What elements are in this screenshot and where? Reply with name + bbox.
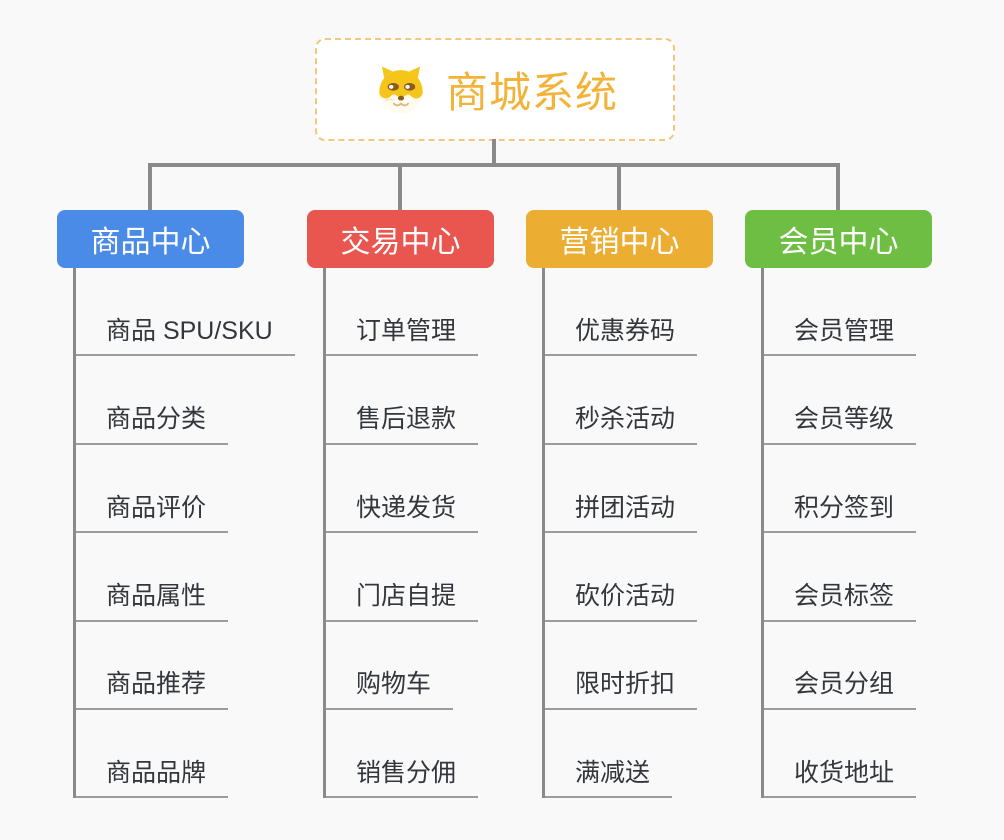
leaf-node[interactable]: 砍价活动 — [545, 582, 698, 622]
branch-member: 会员中心 会员管理 会员等级 积分签到 会员标签 会员分组 收货地址 — [745, 210, 935, 799]
connector-bus — [148, 163, 840, 167]
doge-icon — [372, 61, 430, 119]
branch-header-product[interactable]: 商品中心 — [57, 210, 244, 268]
branch-header-member[interactable]: 会员中心 — [745, 210, 932, 268]
branch-product: 商品中心 商品 SPU/SKU 商品分类 商品评价 商品属性 商品推荐 商品品牌 — [57, 210, 295, 799]
leaf-node[interactable]: 限时折扣 — [545, 671, 698, 710]
leaf-node[interactable]: 快递发货 — [326, 494, 479, 534]
connector-drop-member — [836, 163, 840, 210]
leaf-node[interactable]: 商品推荐 — [76, 671, 229, 710]
leaf-node[interactable]: 商品分类 — [76, 406, 229, 445]
leaf-node[interactable]: 购物车 — [326, 671, 454, 710]
branch-member-leaves: 会员管理 会员等级 积分签到 会员标签 会员分组 收货地址 — [761, 268, 935, 799]
leaf-node[interactable]: 拼团活动 — [545, 494, 698, 534]
leaf-node[interactable]: 商品 SPU/SKU — [76, 317, 295, 357]
connector-root-stem — [492, 139, 496, 165]
connector-drop-marketing — [617, 163, 621, 210]
leaf-node[interactable]: 会员管理 — [764, 317, 917, 357]
leaf-node[interactable]: 订单管理 — [326, 317, 479, 357]
branch-product-leaves: 商品 SPU/SKU 商品分类 商品评价 商品属性 商品推荐 商品品牌 — [73, 268, 295, 799]
leaf-node[interactable]: 满减送 — [545, 759, 673, 799]
leaf-node[interactable]: 门店自提 — [326, 582, 479, 622]
branch-trade-leaves: 订单管理 售后退款 快递发货 门店自提 购物车 销售分佣 — [323, 268, 497, 799]
leaf-node[interactable]: 销售分佣 — [326, 759, 479, 799]
leaf-node[interactable]: 商品属性 — [76, 582, 229, 622]
leaf-node[interactable]: 会员标签 — [764, 582, 917, 622]
root-title: 商城系统 — [445, 69, 618, 116]
connector-drop-trade — [398, 163, 402, 210]
leaf-node[interactable]: 商品评价 — [76, 494, 229, 534]
leaf-node[interactable]: 秒杀活动 — [545, 406, 698, 445]
branch-marketing-leaves: 优惠券码 秒杀活动 拼团活动 砍价活动 限时折扣 满减送 — [542, 268, 716, 799]
leaf-node[interactable]: 会员分组 — [764, 671, 917, 710]
leaf-node[interactable]: 优惠券码 — [545, 317, 698, 357]
leaf-node[interactable]: 收货地址 — [764, 759, 917, 799]
connector-drop-product — [148, 163, 152, 210]
leaf-node[interactable]: 积分签到 — [764, 494, 917, 534]
branch-marketing: 营销中心 优惠券码 秒杀活动 拼团活动 砍价活动 限时折扣 满减送 — [526, 210, 716, 799]
branch-header-marketing[interactable]: 营销中心 — [526, 210, 713, 268]
leaf-node[interactable]: 商品品牌 — [76, 759, 229, 799]
root-node[interactable]: 商城系统 — [315, 38, 675, 141]
leaf-node[interactable]: 会员等级 — [764, 406, 917, 445]
branch-header-trade[interactable]: 交易中心 — [307, 210, 494, 268]
leaf-node[interactable]: 售后退款 — [326, 406, 479, 445]
branch-trade: 交易中心 订单管理 售后退款 快递发货 门店自提 购物车 销售分佣 — [307, 210, 497, 799]
